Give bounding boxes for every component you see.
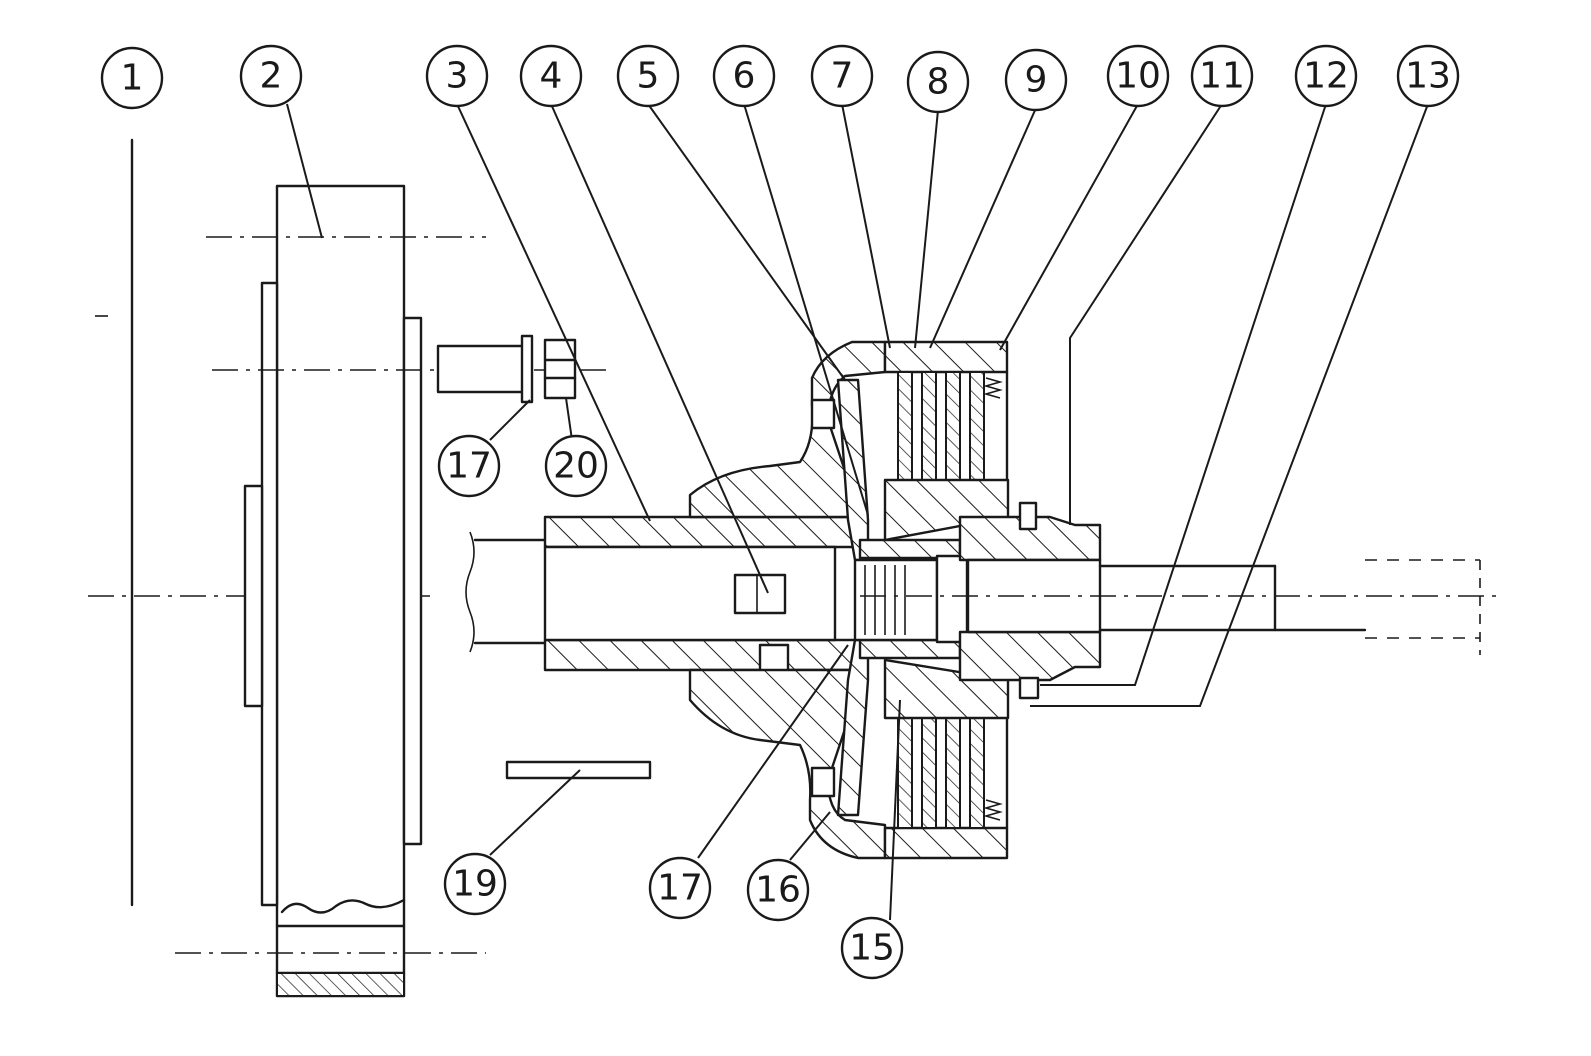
callout-label: 17	[446, 446, 492, 487]
callout-label: 15	[849, 928, 895, 969]
callout-15: 15	[840, 916, 904, 980]
callout-label: 12	[1303, 56, 1349, 97]
callout-label: 9	[1025, 60, 1048, 101]
callout-label: 19	[452, 864, 498, 905]
callout-1: 1	[100, 46, 164, 110]
callout-20: 20	[544, 434, 608, 498]
callout-label: 10	[1115, 56, 1161, 97]
callout-label: 7	[831, 56, 854, 97]
part-19-key	[505, 760, 652, 780]
callout-label: 11	[1199, 56, 1245, 97]
spline-coupling	[853, 554, 969, 644]
part-3-hub-sleeve	[543, 515, 857, 727]
callout-label: 20	[553, 446, 599, 487]
callout-8: 8	[906, 50, 970, 114]
callout-7: 7	[810, 44, 874, 108]
callout-label: 16	[755, 870, 801, 911]
callout-label: 3	[446, 56, 469, 97]
callout-3: 3	[425, 44, 489, 108]
part-11-output-hub	[958, 501, 1102, 700]
callout-10: 10	[1106, 44, 1170, 108]
output-shaft	[860, 559, 1500, 655]
callout-11: 11	[1190, 44, 1254, 108]
callout-4: 4	[519, 44, 583, 108]
callout-19: 19	[443, 852, 507, 916]
callout-label: 8	[927, 62, 950, 103]
part-7-10-friction-disc-stack	[883, 340, 1009, 860]
input-shaft	[465, 531, 547, 653]
part-17-20-bolt-and-nut	[436, 334, 577, 404]
callout-9: 9	[1004, 48, 1068, 112]
callout-label: 1	[121, 58, 144, 99]
callout-17-lower: 17	[648, 856, 712, 920]
part-4-16-clutch-housing	[688, 340, 887, 860]
callout-label: 13	[1405, 56, 1451, 97]
callout-17-upper: 17	[437, 434, 501, 498]
callout-12: 12	[1294, 44, 1358, 108]
callout-13: 13	[1396, 44, 1460, 108]
callout-16: 16	[746, 858, 810, 922]
part-15-inner-hub	[858, 478, 1010, 720]
callout-label: 4	[540, 56, 563, 97]
callout-5: 5	[616, 44, 680, 108]
callout-6: 6	[712, 44, 776, 108]
leader-lines	[286, 103, 1429, 921]
callout-label: 17	[657, 868, 703, 909]
part-2-flywheel	[175, 184, 608, 998]
callout-label: 2	[260, 56, 283, 97]
callout-label: 6	[733, 56, 756, 97]
callout-2: 2	[239, 44, 303, 108]
callout-label: 5	[637, 56, 660, 97]
